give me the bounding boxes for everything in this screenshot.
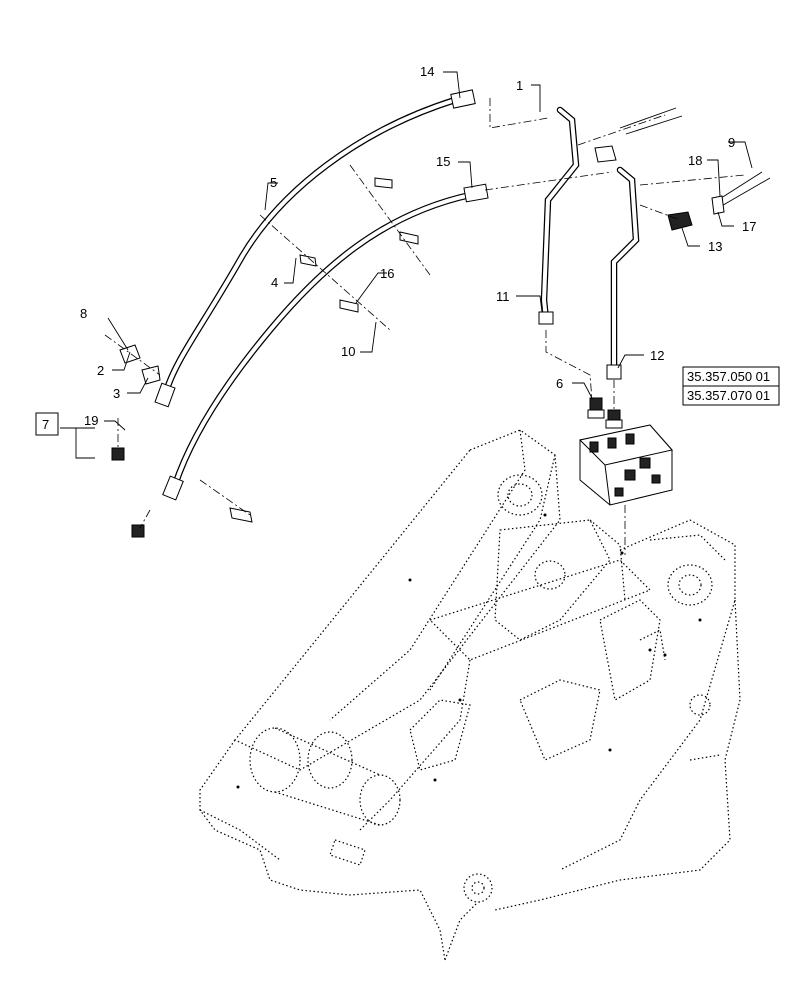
callout-18: 18 bbox=[688, 153, 702, 168]
callout-6: 6 bbox=[556, 376, 563, 391]
tube-11 bbox=[538, 106, 580, 325]
callout-leaders bbox=[60, 71, 753, 459]
callout-8: 8 bbox=[80, 306, 87, 321]
callout-19: 19 bbox=[84, 413, 98, 428]
callout-17: 17 bbox=[742, 219, 756, 234]
callout-labels: 1 14 15 5 4 16 10 11 12 6 8 2 3 19 9 18 … bbox=[80, 64, 756, 428]
callout-9: 9 bbox=[728, 135, 735, 150]
callout-16: 16 bbox=[380, 266, 394, 281]
valve-fitting-left bbox=[587, 397, 605, 419]
callout-13: 13 bbox=[708, 239, 722, 254]
clamp-assembly-left bbox=[107, 317, 161, 385]
hose-14 bbox=[154, 89, 476, 408]
alignment-centerlines bbox=[104, 98, 746, 529]
callout-14: 14 bbox=[420, 64, 434, 79]
reference-link-b[interactable]: 35.357.070 01 bbox=[687, 388, 770, 403]
callout-15: 15 bbox=[436, 154, 450, 169]
hose-15 bbox=[162, 183, 489, 501]
tube-12 bbox=[606, 166, 640, 380]
callout-1: 1 bbox=[516, 78, 523, 93]
flange-13 bbox=[667, 211, 693, 231]
callout-4: 4 bbox=[271, 275, 278, 290]
kit-box-7: 7 bbox=[35, 412, 59, 436]
bolt-group-right bbox=[711, 171, 771, 215]
callout-11: 11 bbox=[496, 289, 510, 304]
kit-box-label: 7 bbox=[42, 417, 49, 432]
loader-frame bbox=[199, 429, 741, 961]
callout-5: 5 bbox=[270, 175, 277, 190]
reference-boxes: 35.357.050 01 35.357.070 01 bbox=[682, 366, 780, 406]
callout-12: 12 bbox=[650, 348, 664, 363]
clamp-assembly-mid bbox=[229, 177, 419, 523]
valve-fitting-right bbox=[605, 409, 623, 429]
control-valve bbox=[578, 424, 673, 555]
callout-10: 10 bbox=[341, 344, 355, 359]
callout-3: 3 bbox=[113, 386, 120, 401]
callout-2: 2 bbox=[97, 363, 104, 378]
bolt-group-top bbox=[594, 107, 683, 163]
reference-link-a[interactable]: 35.357.050 01 bbox=[687, 369, 770, 384]
cap-fitting bbox=[111, 447, 145, 538]
